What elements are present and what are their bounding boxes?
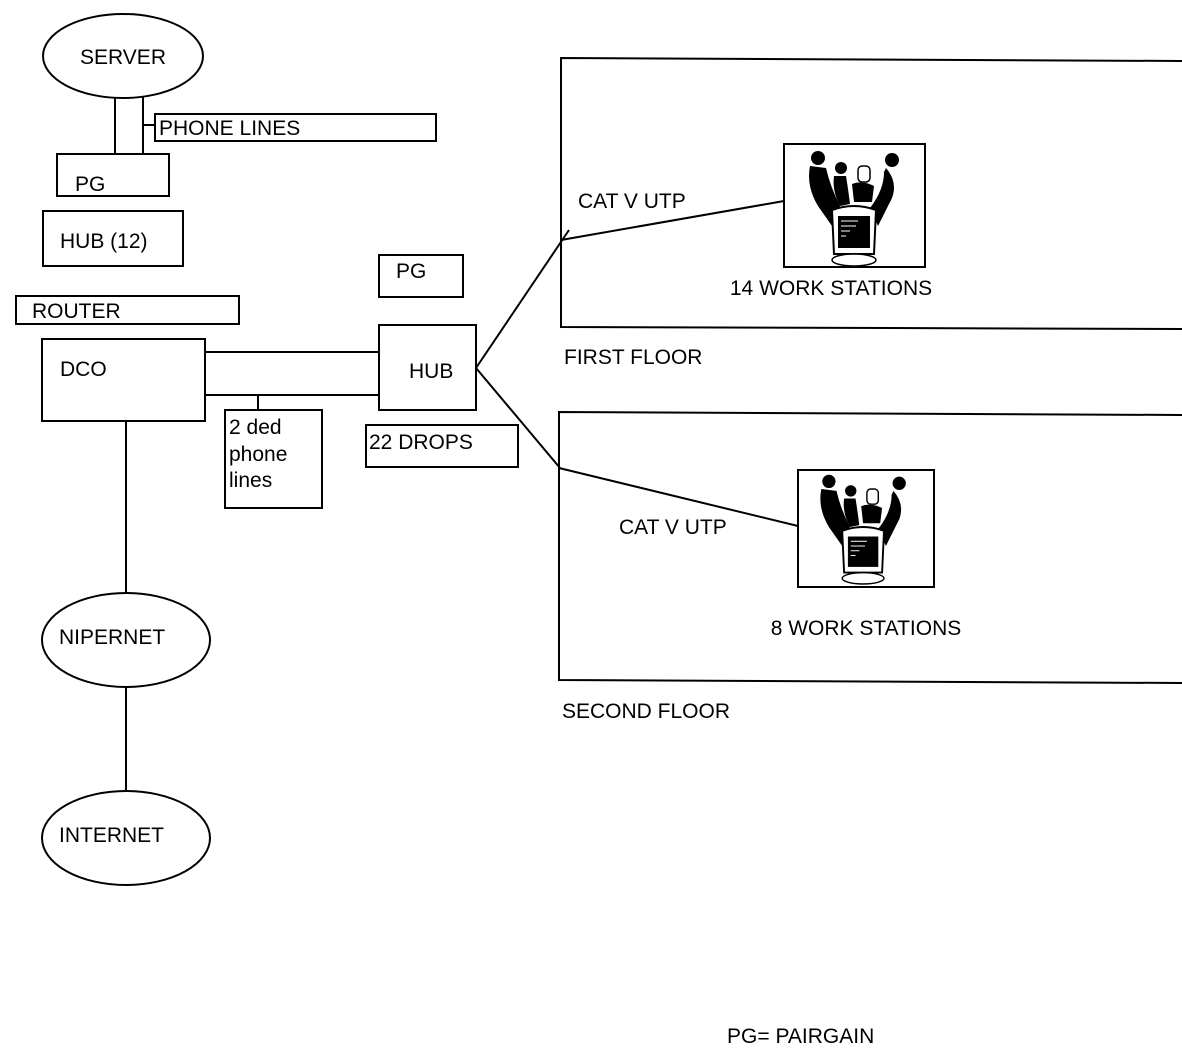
first-floor-title: FIRST FLOOR	[564, 346, 702, 369]
first-floor-cable-label: CAT V UTP	[578, 190, 686, 213]
hub-12-label: HUB (12)	[60, 230, 148, 253]
internet-node: INTERNET	[41, 790, 211, 886]
legend-text: PG= PAIRGAIN	[727, 1025, 874, 1048]
second-floor-cable-label: CAT V UTP	[619, 516, 727, 539]
phone-lines-box: PHONE LINES	[154, 113, 437, 142]
first-floor-workstations-label: 14 WORK STATIONS	[730, 277, 932, 300]
dco-box: DCO	[41, 338, 206, 422]
nipernet-node: NIPERNET	[41, 592, 211, 688]
second-floor-workstations-label: 8 WORK STATIONS	[771, 617, 962, 640]
hub-first-floor-link	[475, 229, 570, 369]
drops-box: 22 DROPS	[365, 424, 519, 468]
server-node: SERVER	[42, 13, 204, 99]
second-floor-area: CAT V UTP 8 WORK STATIONS	[558, 410, 1182, 684]
hub-label: HUB	[409, 360, 453, 383]
first-floor-area: CAT V UTP 14 WORK STATIONS	[560, 56, 1182, 330]
second-floor-title: SECOND FLOOR	[562, 700, 730, 723]
ded-phone-lines-box: 2 ded phone lines	[224, 409, 323, 509]
router-box: ROUTER	[15, 295, 240, 325]
internet-label: INTERNET	[59, 824, 164, 847]
pg-middle-label: PG	[396, 260, 426, 283]
hub-box: HUB	[378, 324, 477, 411]
phone-lines-label: PHONE LINES	[159, 117, 300, 140]
ded-phone-lines-line-1: 2 ded	[229, 416, 282, 439]
pg-middle-box: PG	[378, 254, 464, 298]
server-label: SERVER	[80, 46, 166, 69]
ded-phone-lines-line-2: phone	[229, 443, 287, 466]
first-floor-cable	[560, 200, 785, 241]
nipernet-label: NIPERNET	[59, 626, 165, 649]
dco-label: DCO	[60, 358, 107, 381]
ded-phone-lines-line-3: lines	[229, 469, 272, 492]
hub-12-box: HUB (12)	[42, 210, 184, 267]
pg-top-label: PG	[75, 173, 105, 196]
pg-top-box: PG	[56, 153, 170, 197]
router-label: ROUTER	[32, 300, 121, 323]
drops-label: 22 DROPS	[369, 431, 473, 454]
second-floor-cable	[558, 467, 799, 527]
hub-second-floor-link	[475, 367, 561, 469]
